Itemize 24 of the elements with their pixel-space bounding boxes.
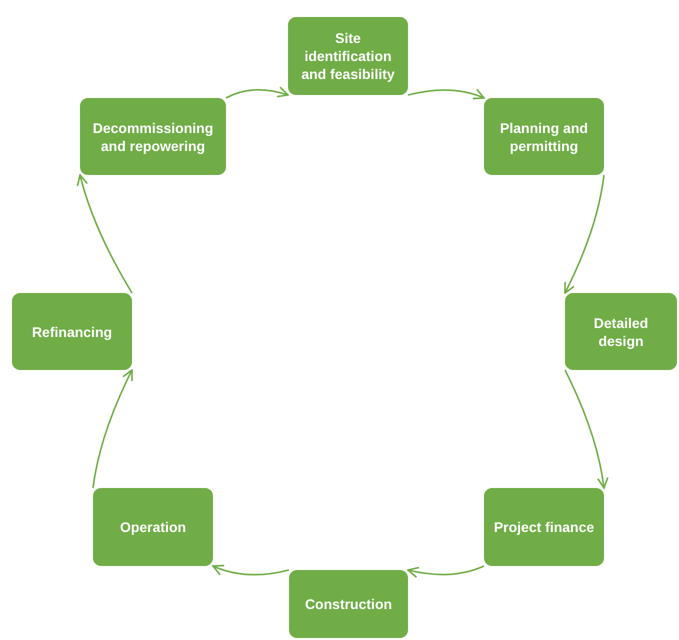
process-box [12,293,132,370]
step-label: Operation [120,518,186,536]
curved-arrow [76,174,133,294]
process-box [289,570,408,638]
curved-arrow [564,174,605,294]
process-box [484,98,604,175]
process-box [93,488,213,566]
curved-arrow [564,370,608,489]
process-box [288,17,408,95]
curved-arrow [408,88,485,100]
process-box [484,488,604,566]
step-label: Project finance [494,518,594,536]
process-box [80,98,226,175]
curved-arrow [226,86,289,99]
process-box [565,293,677,370]
step-label: Detailed design [592,314,650,350]
curved-arrow [92,369,133,488]
step-label: Site identification and feasibility [300,29,396,83]
step-label: Construction [304,595,392,613]
step-label: Planning and permitting [499,118,589,154]
step-label: Refinancing [32,322,112,340]
curved-arrow [212,564,290,576]
curved-arrow [407,565,484,578]
step-label: Decommissioning and repowering [92,118,214,154]
